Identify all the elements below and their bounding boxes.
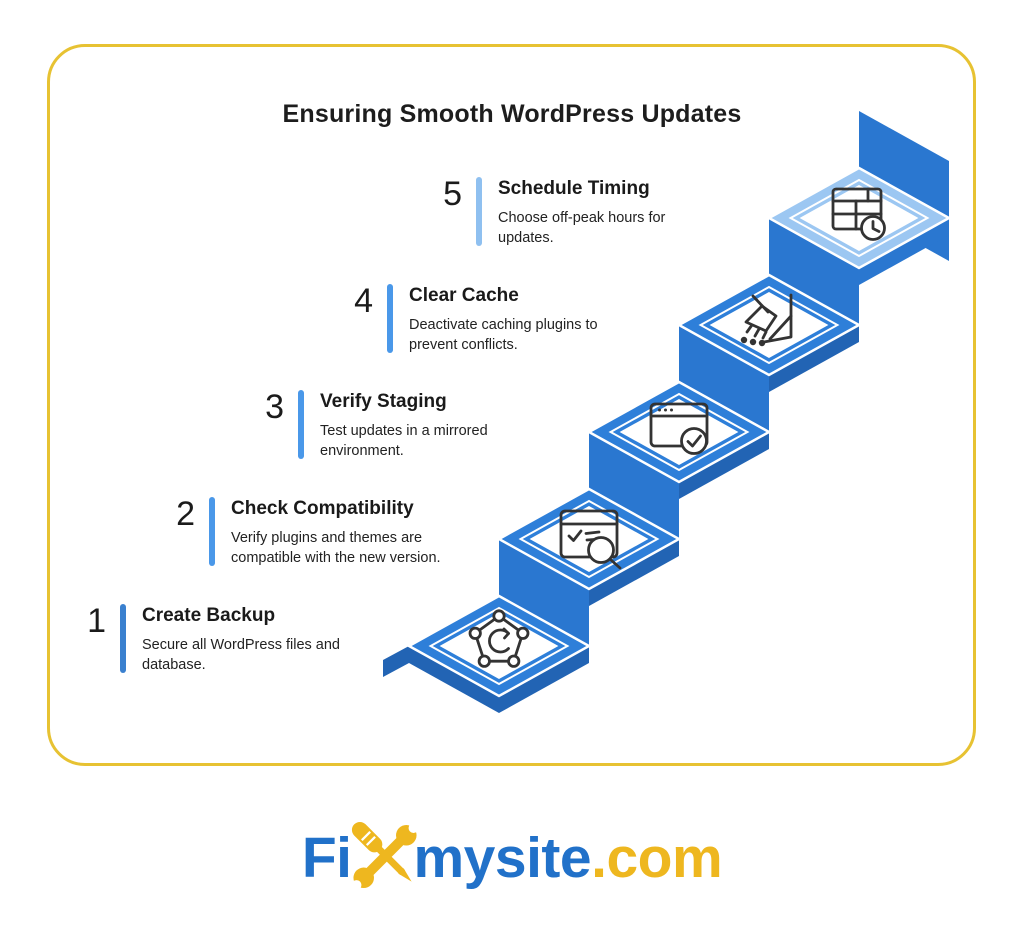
stair-step-4 bbox=[676, 273, 862, 449]
step-4-number: 4 bbox=[354, 282, 373, 320]
step-5-number: 5 bbox=[443, 175, 462, 213]
step-5-accent-bar bbox=[476, 177, 482, 246]
step-2-block: 2 Check Compatibility Verify plugins and… bbox=[153, 494, 453, 568]
stair-step-3 bbox=[586, 380, 772, 556]
stair-step-5 bbox=[766, 166, 952, 342]
crossed-screwdriver-wrench-icon bbox=[351, 821, 418, 890]
step5-riser bbox=[769, 218, 859, 342]
step4-front-edge bbox=[769, 325, 859, 392]
step-4-accent-bar bbox=[387, 284, 393, 353]
step-1-title: Create Backup bbox=[142, 605, 276, 626]
step-1-block: 1 Create Backup Secure all WordPress fil… bbox=[64, 601, 364, 675]
step-5-description: Choose off-peak hours for updates. bbox=[498, 210, 666, 246]
step-3-title: Verify Staging bbox=[320, 391, 447, 412]
step-2-accent-bar bbox=[209, 497, 215, 566]
logo-suffix: .com bbox=[591, 825, 723, 890]
step1-pinstripe bbox=[428, 606, 570, 686]
step-1-accent-bar bbox=[120, 604, 126, 673]
step1-front-right bbox=[499, 646, 589, 713]
logo-middle: mysite bbox=[413, 825, 592, 890]
step-4-block: 4 Clear Cache Deactivate caching plugins… bbox=[331, 281, 631, 355]
step3-front-edge bbox=[679, 432, 769, 499]
step2-riser bbox=[499, 539, 589, 663]
step-3-number: 3 bbox=[265, 388, 284, 426]
step3-riser bbox=[589, 432, 679, 556]
step5-front-edge bbox=[859, 218, 949, 285]
step-1-number: 1 bbox=[87, 602, 106, 640]
backup-network-icon bbox=[468, 609, 530, 668]
step-4-description: Deactivate caching plugins to prevent co… bbox=[409, 317, 598, 353]
step5-pinstripe bbox=[788, 178, 930, 258]
step3-pinstripe bbox=[608, 392, 750, 472]
step2-pinstripe bbox=[518, 499, 660, 579]
schedule-clock-icon bbox=[831, 187, 886, 241]
stair-step-2 bbox=[496, 487, 682, 663]
step1-face bbox=[439, 613, 559, 679]
step-3-description: Test updates in a mirrored environment. bbox=[320, 423, 488, 459]
logo-prefix: Fi bbox=[301, 825, 352, 890]
step-2-description: Verify plugins and themes are compatible… bbox=[231, 530, 441, 566]
step-1-description: Secure all WordPress files and database. bbox=[142, 637, 340, 673]
step2-front-edge bbox=[589, 539, 679, 606]
step5-face bbox=[799, 185, 919, 251]
step-5-block: 5 Schedule Timing Choose off-peak hours … bbox=[420, 174, 720, 248]
step-3-accent-bar bbox=[298, 390, 304, 459]
staging-check-icon bbox=[649, 402, 709, 455]
step1-front-left bbox=[409, 646, 499, 713]
step-3-block: 3 Verify Staging Test updates in a mirro… bbox=[242, 387, 542, 461]
page-title: Ensuring Smooth WordPress Updates bbox=[282, 100, 742, 128]
step-4-title: Clear Cache bbox=[409, 285, 519, 306]
fixmysite-logo: Fi mysite .com bbox=[0, 820, 1024, 896]
step3-face bbox=[619, 399, 739, 465]
step4-riser bbox=[679, 325, 769, 449]
step-2-number: 2 bbox=[176, 495, 195, 533]
cache-broom-icon bbox=[740, 293, 793, 347]
step-5-title: Schedule Timing bbox=[498, 178, 650, 199]
step1-left-stub bbox=[383, 646, 409, 677]
step4-pinstripe bbox=[698, 285, 840, 365]
stair-step-1 bbox=[383, 594, 592, 713]
step-2-title: Check Compatibility bbox=[231, 498, 414, 519]
compatibility-search-icon bbox=[559, 509, 622, 570]
